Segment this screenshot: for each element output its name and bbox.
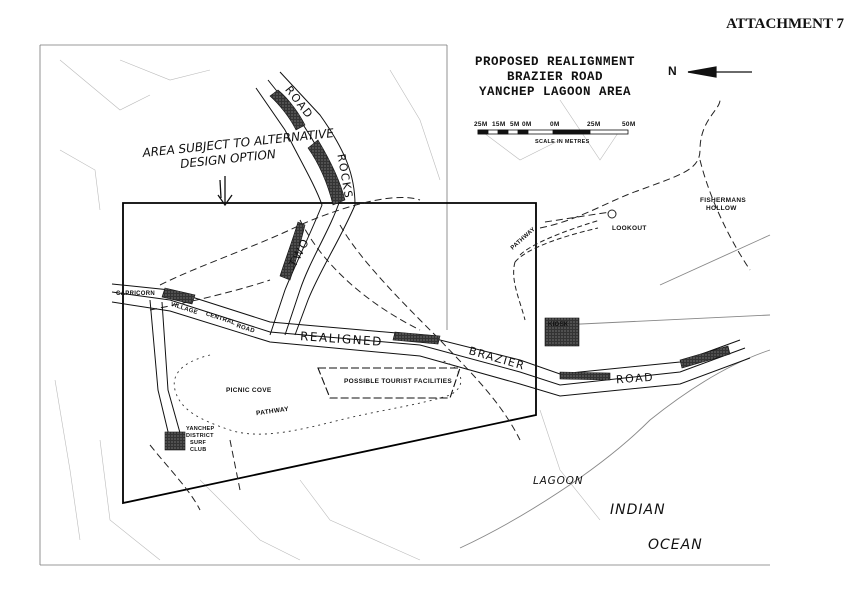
kiosk-building	[544, 317, 580, 347]
surf-club-building	[164, 431, 186, 451]
map-title-line1: PROPOSED REALIGNMENT	[474, 55, 636, 69]
scale-tick: 5M	[510, 121, 520, 128]
attachment-label: ATTACHMENT 7	[726, 16, 844, 32]
map-title-line3: YANCHEP LAGOON AREA	[478, 85, 632, 99]
annotation-arrow	[217, 176, 233, 207]
label-lookout: LOOKOUT	[612, 225, 647, 232]
label-ocean: OCEAN	[648, 537, 703, 553]
label-lagoon: LAGOON	[533, 475, 584, 487]
north-arrow	[687, 66, 752, 78]
picnic-pathway	[173, 354, 462, 435]
label-surf-club-3: SURF	[190, 440, 207, 446]
label-hollow: HOLLOW	[706, 205, 737, 212]
pathway-to-lookout	[513, 219, 601, 321]
scale-tick: 50M	[622, 121, 636, 128]
road-label-road-south: ROAD	[615, 370, 655, 387]
lookout-marker	[607, 209, 617, 219]
hatched-road-blocks	[161, 89, 731, 381]
label-surf-club-4: CLUB	[190, 447, 207, 453]
map-frame	[39, 44, 770, 566]
north-label: N	[668, 64, 677, 78]
scale-tick: 0M	[522, 121, 532, 128]
capricorn-access-road	[149, 299, 183, 441]
label-fishermans: FISHERMANS	[700, 197, 746, 204]
study-area-boundary	[122, 202, 537, 505]
map-title-line2: BRAZIER ROAD	[506, 70, 603, 84]
tourist-facilities-area	[317, 367, 461, 399]
label-surf-club-2: DISTRICT	[186, 433, 214, 439]
scale-tick: 25M	[474, 121, 488, 128]
label-picnic-cove: PICNIC COVE	[226, 387, 272, 394]
road-label-capricorn: CAPRICORN	[116, 291, 156, 297]
scale-tick: 0M	[550, 121, 560, 128]
fishermans-hollow-track	[539, 99, 751, 271]
scale-tick: 25M	[587, 121, 601, 128]
scale-tick: 15M	[492, 121, 506, 128]
label-indian: INDIAN	[610, 502, 666, 518]
scale-bar	[477, 129, 629, 135]
label-kiosk: KIOSK	[548, 322, 569, 328]
shoreline	[459, 234, 771, 549]
label-tourist-facilities: POSSIBLE TOURIST FACILITIES	[344, 378, 453, 385]
dashed-alternative-alignment	[149, 196, 521, 511]
label-surf-club-1: YANCHEP	[186, 426, 215, 432]
scale-caption: SCALE IN METRES	[535, 139, 590, 145]
contour-lines	[54, 59, 621, 561]
